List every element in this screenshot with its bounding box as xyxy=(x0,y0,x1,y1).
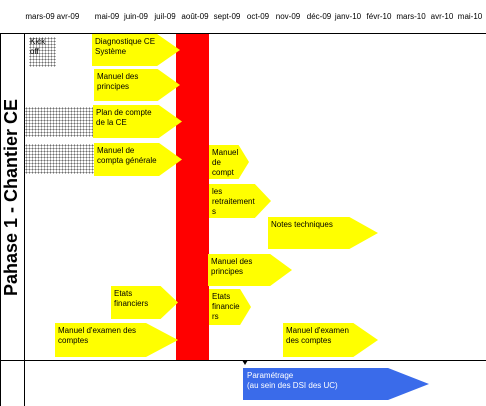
kickoff-pattern xyxy=(29,37,56,67)
task-arrow: Manuel des principes xyxy=(208,254,292,286)
kickoff-label: Kick off xyxy=(30,37,46,56)
top-divider xyxy=(0,33,486,34)
month-label: janv-10 xyxy=(334,12,362,21)
task-label: Manuel des principes xyxy=(211,257,253,276)
task-label: les retraitement s xyxy=(212,187,255,216)
task-arrow: les retraitement s xyxy=(209,184,271,218)
month-label: avr-10 xyxy=(430,12,454,21)
dotted-bar xyxy=(25,107,95,137)
task-label: Plan de compte de la CE xyxy=(96,108,152,127)
task-label: Manuel d'examen des comptes xyxy=(286,326,349,345)
milestone-bar xyxy=(176,34,209,360)
month-label: nov-09 xyxy=(275,12,301,21)
frame-left-edge xyxy=(0,33,1,406)
month-label: mai-09 xyxy=(94,12,120,21)
task-arrow: Manuel de compt xyxy=(209,145,249,179)
month-label: avr-09 xyxy=(56,12,80,21)
parametrage-label: Paramétrage (au sein des DSI des UC) xyxy=(247,371,338,390)
task-label: Manuel d'examen des comptes xyxy=(58,326,137,345)
month-label: juin-09 xyxy=(123,12,149,21)
task-arrow: Etats financiers xyxy=(111,286,178,319)
task-label: Manuel de compt xyxy=(212,148,239,177)
month-label: mars-10 xyxy=(396,12,426,21)
task-arrow: Etats financie rs xyxy=(209,289,251,325)
month-label: oct-09 xyxy=(246,12,270,21)
timeline-header: mars-09 avr-09 mai-09 juin-09 juil-09 ao… xyxy=(0,0,486,24)
task-label: Etats financie rs xyxy=(212,292,240,321)
month-label: févr-10 xyxy=(366,12,392,21)
task-label: Etats financiers xyxy=(114,289,149,308)
month-label: août-09 xyxy=(181,12,209,21)
month-label: juil-09 xyxy=(154,12,176,21)
task-arrow: Diagnostique CE Système xyxy=(92,34,180,66)
month-label: mai-10 xyxy=(457,12,483,21)
task-arrow: Plan de compte de la CE xyxy=(93,105,182,138)
task-label: Manuel des principes xyxy=(97,72,139,91)
task-arrow: Manuel d'examen des comptes xyxy=(55,323,178,357)
phase-label-text: Pahase 1 - Chantier CE xyxy=(1,98,22,296)
dotted-bar xyxy=(25,144,95,174)
parametrage-arrow: Paramétrage (au sein des DSI des UC) xyxy=(243,368,429,400)
task-label: Manuel de compta générale xyxy=(97,146,157,165)
task-label: Notes techniques xyxy=(271,220,333,229)
month-label: mars-09 xyxy=(25,12,55,21)
task-arrow: Manuel des principes xyxy=(94,69,180,101)
task-arrow: Manuel d'examen des comptes xyxy=(283,323,378,357)
task-arrow: Notes techniques xyxy=(268,217,378,249)
task-label: Diagnostique CE Système xyxy=(95,37,156,56)
task-arrow: Manuel de compta générale xyxy=(94,143,182,176)
parametrage-marker xyxy=(242,360,248,365)
left-divider xyxy=(24,33,25,406)
month-label: déc-09 xyxy=(306,12,332,21)
phase-label: Pahase 1 - Chantier CE xyxy=(0,34,24,360)
month-label: sept-09 xyxy=(213,12,241,21)
